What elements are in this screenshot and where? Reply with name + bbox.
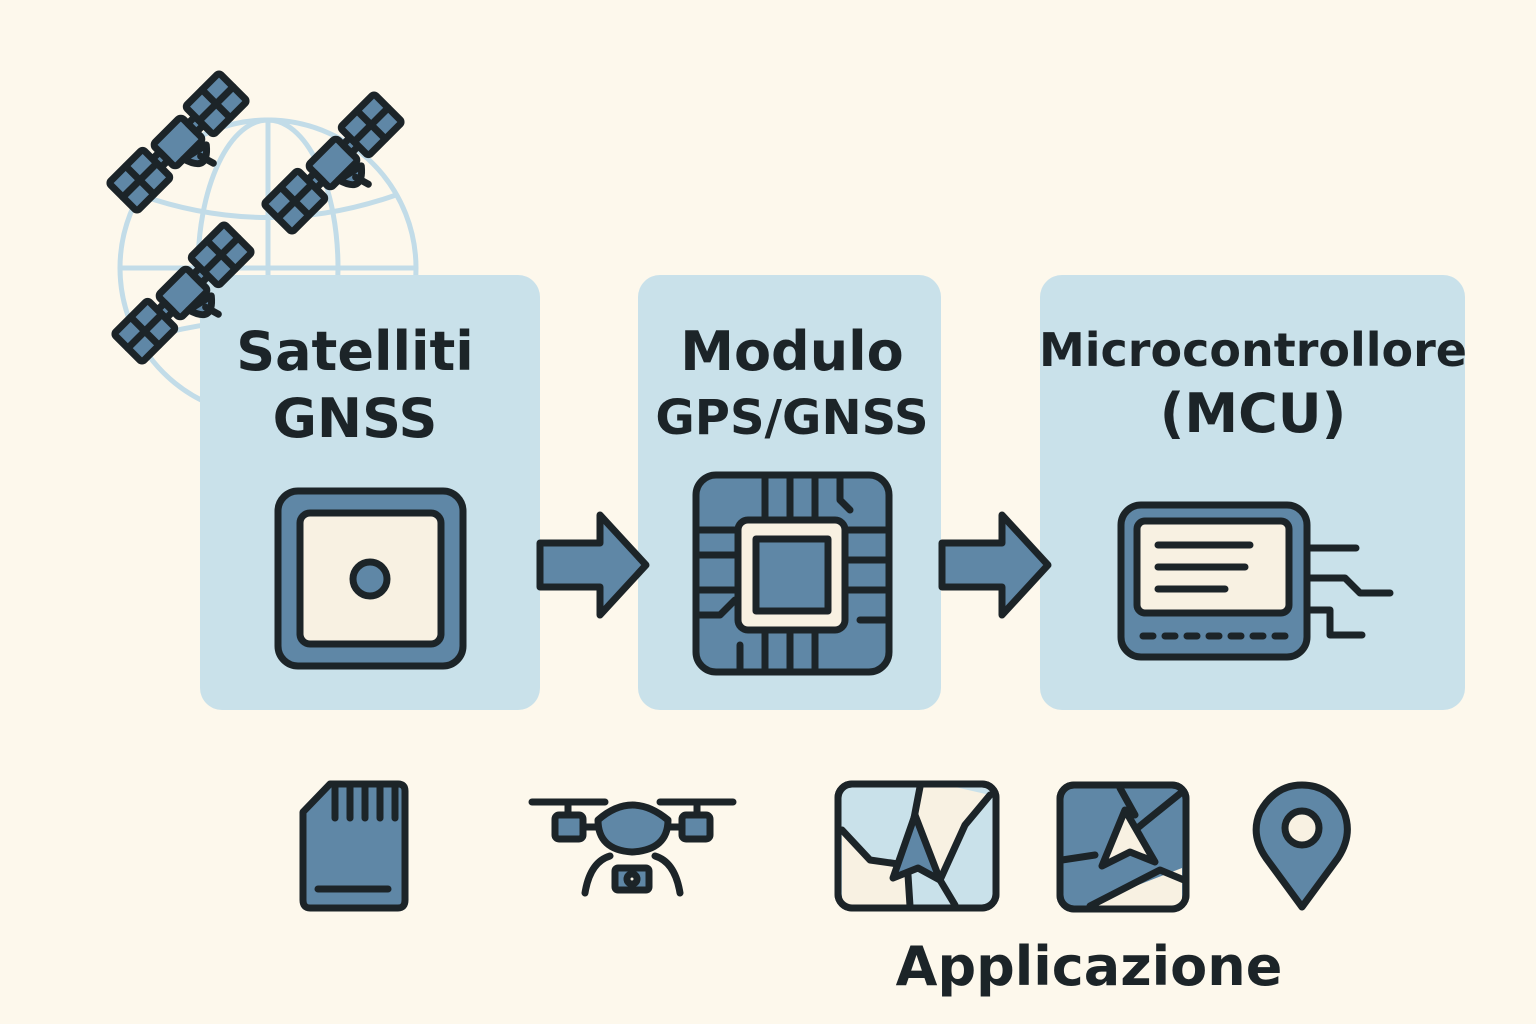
gnss-antenna-icon xyxy=(274,487,467,670)
stage-title-line1: Satelliti xyxy=(236,320,474,383)
stage-title-line2: GPS/GNSS xyxy=(655,390,928,446)
applications-label: Applicazione xyxy=(896,935,1283,998)
map-navigation-icon xyxy=(834,780,1000,912)
stage-title-line2: GNSS xyxy=(273,387,438,450)
stage-title-line1: Modulo xyxy=(680,320,904,383)
flow-arrow-icon xyxy=(536,511,650,619)
stage-title-line1: Microcontrollore xyxy=(1039,323,1467,377)
gps-chip-icon xyxy=(692,471,893,676)
sd-card-icon xyxy=(299,780,409,912)
location-pin-icon xyxy=(1252,781,1351,911)
satellite-icon xyxy=(264,94,417,247)
flow-arrow-icon xyxy=(938,511,1052,619)
mcu-board-icon xyxy=(1117,501,1394,661)
stage-title-line2: (MCU) xyxy=(1160,382,1347,445)
satellite-icon xyxy=(109,73,262,226)
map-navigation-dark-icon xyxy=(1056,781,1190,913)
drone-icon xyxy=(528,798,737,897)
